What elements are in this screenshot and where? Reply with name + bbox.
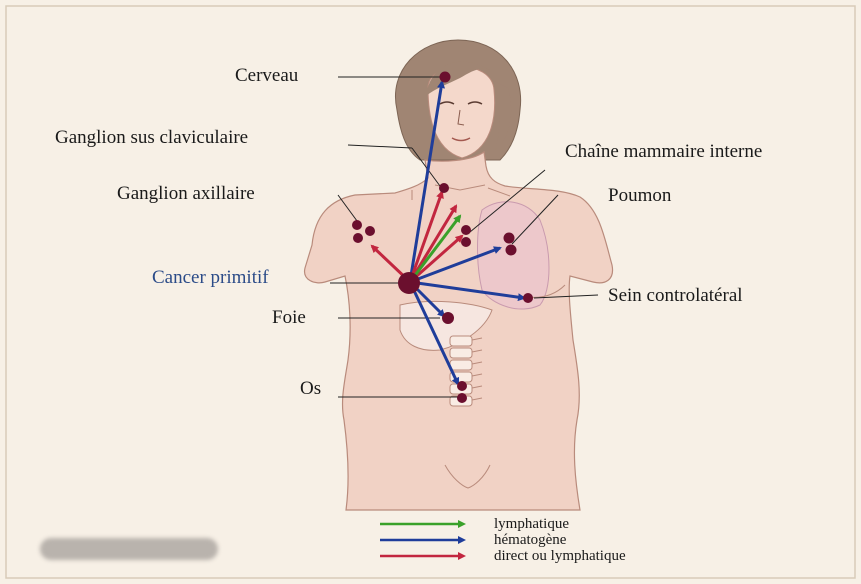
label-chaine-mammaire-interne: Chaîne mammaire interne (565, 142, 762, 161)
legend-arrow-red (380, 551, 466, 561)
legend-arrow-blue (380, 535, 466, 545)
label-cerveau: Cerveau (235, 66, 298, 85)
node-mammaire-2 (461, 237, 471, 247)
label-cancer-primitif: Cancer primitif (152, 268, 269, 287)
node-os-1 (457, 381, 467, 391)
node-cerveau (440, 72, 451, 83)
node-poumon-2 (506, 245, 517, 256)
node-mammaire-1 (461, 225, 471, 235)
label-sein-controlateral: Sein controlatéral (608, 286, 743, 305)
node-foie (442, 312, 454, 324)
label-ganglion-axillaire: Ganglion axillaire (117, 184, 255, 203)
node-axillaire-1 (352, 220, 362, 230)
node-sein (523, 293, 533, 303)
label-foie: Foie (272, 308, 306, 327)
node-axillaire-3 (353, 233, 363, 243)
legend-label: direct ou lymphatique (494, 548, 626, 564)
legend-label: hématogène (494, 532, 566, 548)
legend-label: lymphatique (494, 516, 569, 532)
legend-arrow-green (380, 519, 466, 529)
blurred-watermark (40, 538, 218, 560)
node-sus-claviculaire (439, 183, 449, 193)
label-os: Os (300, 379, 321, 398)
node-os-2 (457, 393, 467, 403)
label-ganglion-sus-claviculaire: Ganglion sus claviculaire (55, 128, 248, 147)
node-axillaire-2 (365, 226, 375, 236)
node-poumon-1 (504, 233, 515, 244)
node-cancer-primitif (398, 272, 420, 294)
label-poumon: Poumon (608, 186, 671, 205)
